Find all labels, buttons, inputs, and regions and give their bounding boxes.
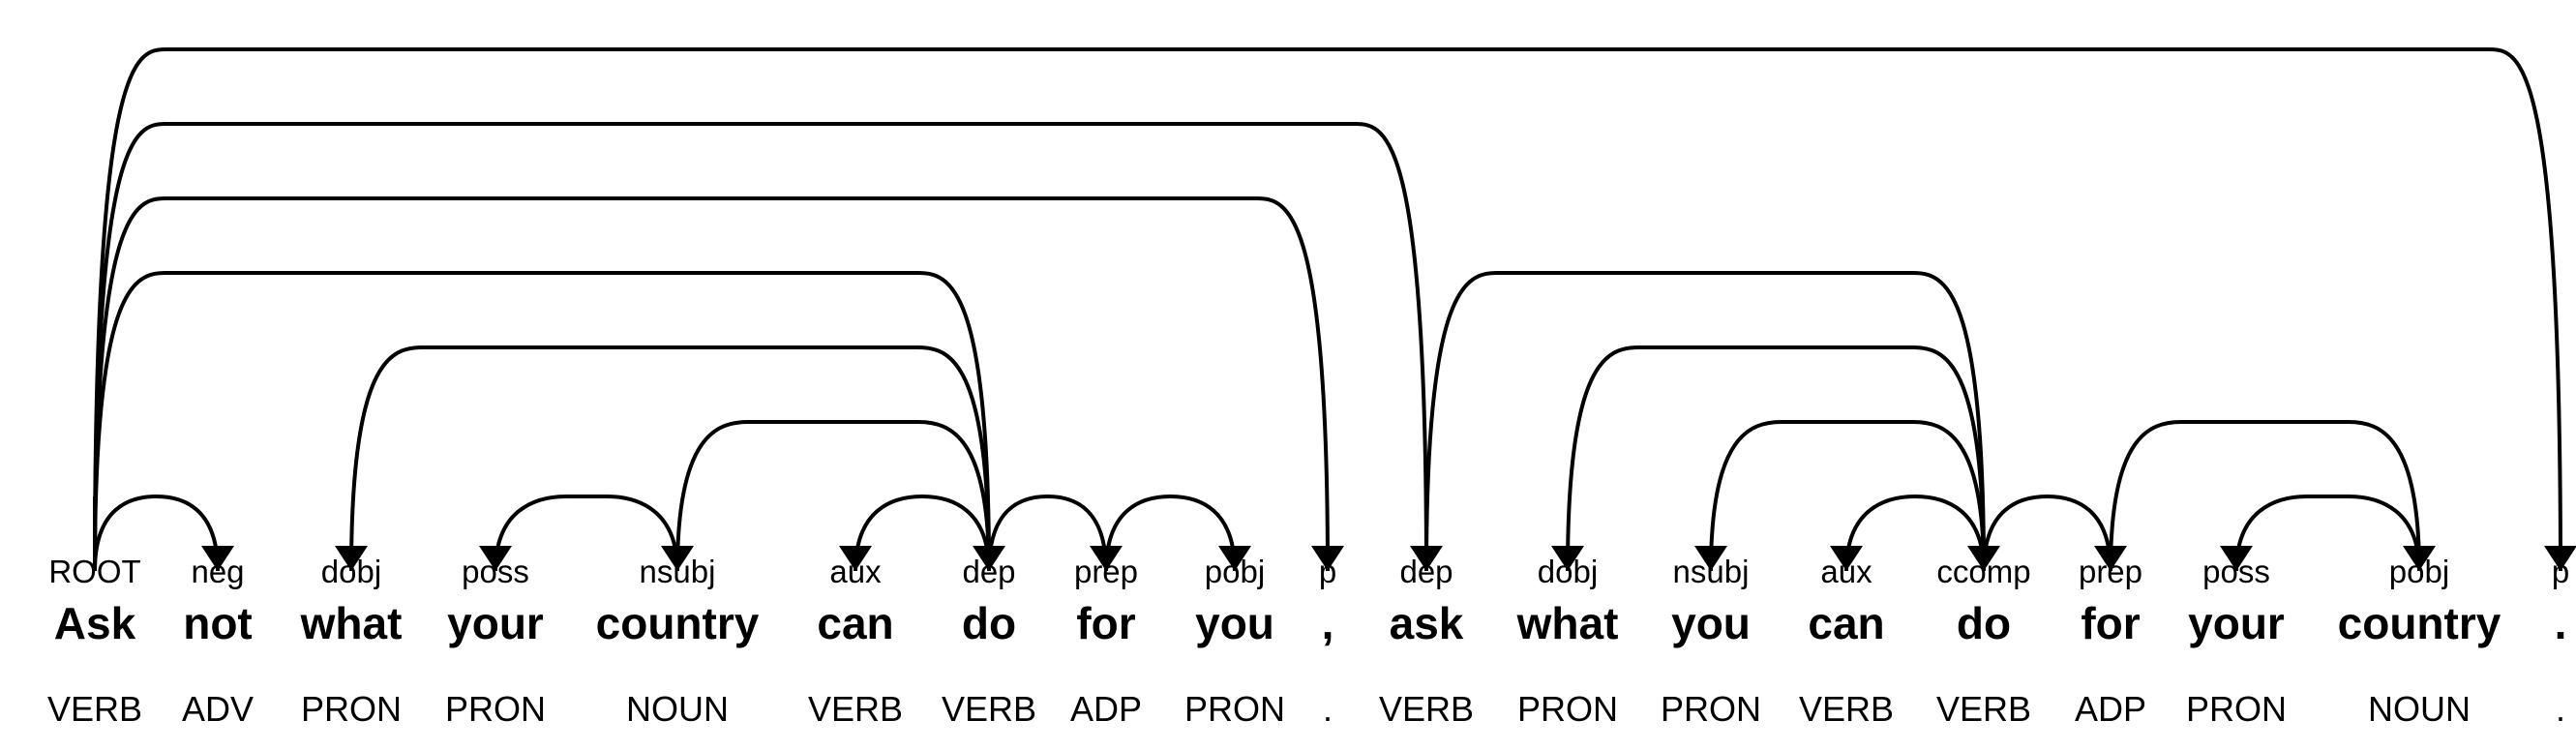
token-word-8[interactable]: you xyxy=(1195,598,1274,648)
token-word-9[interactable]: , xyxy=(1322,598,1334,648)
token-pos-tag-15: ADP xyxy=(2075,689,2146,729)
arrowhead-poss xyxy=(2220,546,2253,571)
arrowhead-aux xyxy=(839,546,872,571)
token-dep-label-12: nsubj xyxy=(1673,554,1750,589)
token-dep-label-1: neg xyxy=(191,554,244,589)
token-dep-label-4: nsubj xyxy=(640,554,716,589)
token-word-6[interactable]: do xyxy=(962,598,1016,648)
dependency-arc-pobj xyxy=(2109,420,2421,572)
token-dep-label-14: ccomp xyxy=(1936,554,2030,589)
token-dep-label-0: ROOT xyxy=(48,554,140,589)
dependency-arc-aux xyxy=(1844,494,1986,572)
token-dep-label-13: aux xyxy=(1820,554,1872,589)
token-dep-label-18: p xyxy=(2552,554,2569,589)
token-word-1[interactable]: not xyxy=(183,598,253,648)
dependency-arc-nsubj xyxy=(1709,420,1986,572)
token-word-11[interactable]: what xyxy=(1516,598,1619,648)
token-pos-tag-18: . xyxy=(2556,689,2565,729)
token-dep-label-10: dep xyxy=(1399,554,1453,589)
token-word-5[interactable]: can xyxy=(817,598,893,648)
token-dep-label-3: poss xyxy=(462,554,529,589)
dependency-arc-dobj xyxy=(1566,345,1986,572)
token-word-16[interactable]: your xyxy=(2188,598,2285,648)
token-pos-tag-12: PRON xyxy=(1661,689,1761,729)
token-word-15[interactable]: for xyxy=(2081,598,2140,648)
dependency-arc-p xyxy=(93,47,2562,572)
arrowhead-nsubj xyxy=(661,546,694,571)
token-pos-tag-1: ADV xyxy=(182,689,254,729)
token-dep-label-15: prep xyxy=(2079,554,2142,589)
dependency-arc-aux xyxy=(854,494,991,572)
arrowhead-neg xyxy=(201,546,234,571)
token-dep-label-11: dobj xyxy=(1538,554,1598,589)
token-dep-label-2: dobj xyxy=(321,554,381,589)
token-word-7[interactable]: for xyxy=(1076,598,1135,648)
token-dep-label-5: aux xyxy=(829,554,882,589)
token-word-13[interactable]: can xyxy=(1808,598,1884,648)
dependency-arc-neg xyxy=(93,494,220,572)
token-dep-label-17: pobj xyxy=(2389,554,2449,589)
token-word-0[interactable]: Ask xyxy=(54,598,136,648)
token-dep-label-6: dep xyxy=(962,554,1015,589)
token-word-17[interactable]: country xyxy=(2338,598,2501,648)
token-word-2[interactable]: what xyxy=(300,598,403,648)
token-pos-tag-8: PRON xyxy=(1184,689,1285,729)
arrowhead-dobj xyxy=(335,546,368,571)
arrowhead-p xyxy=(2544,546,2576,571)
dependency-arc-prep xyxy=(1982,494,2112,572)
token-pos-tag-10: VERB xyxy=(1379,689,1474,729)
token-dep-label-7: prep xyxy=(1074,554,1138,589)
dependency-arc-dobj xyxy=(349,345,991,572)
token-word-12[interactable]: you xyxy=(1671,598,1751,648)
dependency-arc-dep xyxy=(93,122,1428,572)
arrowhead-poss xyxy=(479,546,512,571)
token-pos-tag-9: . xyxy=(1323,689,1333,729)
token-word-4[interactable]: country xyxy=(596,598,760,648)
dependency-arc-pobj xyxy=(1104,494,1237,572)
token-word-14[interactable]: do xyxy=(1957,598,2011,648)
dependency-arc-poss xyxy=(2234,495,2421,572)
token-pos-tag-4: NOUN xyxy=(626,689,729,729)
token-pos-tag-14: VERB xyxy=(1936,689,2031,729)
token-pos-tag-5: VERB xyxy=(808,689,903,729)
token-word-3[interactable]: your xyxy=(447,598,544,648)
arc-layer xyxy=(93,47,2576,572)
dependency-arc-prep xyxy=(987,494,1108,572)
arrowhead-dobj xyxy=(1551,546,1584,571)
arrowhead-pobj xyxy=(1218,546,1251,571)
token-dep-label-8: pobj xyxy=(1205,554,1265,589)
token-pos-tag-0: VERB xyxy=(47,689,142,729)
dependency-arc-poss xyxy=(494,495,679,572)
arrowhead-p xyxy=(1311,546,1344,571)
dependency-arc-nsubj xyxy=(675,420,991,572)
token-pos-tag-6: VERB xyxy=(942,689,1036,729)
arrowhead-nsubj xyxy=(1694,546,1727,571)
token-pos-tag-11: PRON xyxy=(1517,689,1618,729)
token-pos-tag-17: NOUN xyxy=(2368,689,2471,729)
token-dep-label-16: poss xyxy=(2202,554,2270,589)
token-pos-tag-3: PRON xyxy=(445,689,546,729)
arrowhead-pobj xyxy=(2403,546,2436,571)
arrowhead-aux xyxy=(1830,546,1863,571)
token-pos-tag-2: PRON xyxy=(301,689,402,729)
token-word-10[interactable]: ask xyxy=(1390,598,1464,648)
dependency-arc-ccomp xyxy=(1424,271,1986,572)
arc-label-layer: negdobjpossnsubjauxdeppreppobjpdepdobjns… xyxy=(157,25,2361,489)
token-word-18[interactable]: . xyxy=(2555,598,2567,648)
token-pos-tag-13: VERB xyxy=(1799,689,1894,729)
token-pos-tag-16: PRON xyxy=(2186,689,2287,729)
token-dep-label-9: p xyxy=(1319,554,1336,589)
token-pos-tag-7: ADP xyxy=(1070,689,1142,729)
dependency-arc-dep xyxy=(93,271,991,572)
dependency-arc-p xyxy=(93,196,1330,572)
